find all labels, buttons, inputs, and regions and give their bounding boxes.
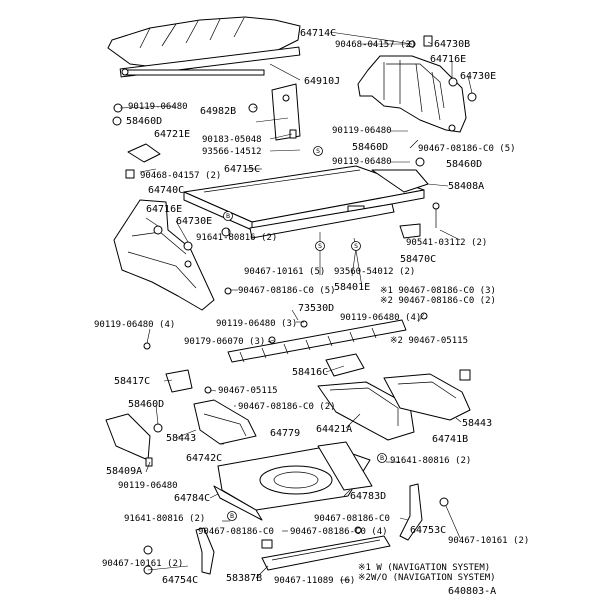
label-90119-06480-d: 90119-06480 xyxy=(118,481,178,491)
label-64742C: 64742C xyxy=(186,453,222,464)
label-58417C: 58417C xyxy=(114,376,150,387)
label-64715C: 64715C xyxy=(224,164,260,175)
label-90467-11089: 90467-11089 (6) xyxy=(274,576,355,586)
rail-73530D-drawing xyxy=(143,312,428,377)
box-64741B-drawing xyxy=(383,369,471,421)
label-note1-90467-08186: ※1 90467-08186-C0 (3) xyxy=(380,286,496,296)
label-64716E-top: 64716E xyxy=(430,54,466,65)
svg-text:S: S xyxy=(316,148,320,155)
tonneau-cover-drawing xyxy=(107,16,301,78)
bracket-58470C-drawing xyxy=(399,202,440,239)
label-90119-06480-4b: 90119-06480 (4) xyxy=(340,313,421,323)
label-90467-10161-5: 90467-10161 (5) xyxy=(244,267,325,277)
svg-text:B: B xyxy=(230,513,234,520)
label-58409A: 58409A xyxy=(106,466,142,477)
label-90468-04157-b: 90468-04157 (2) xyxy=(140,171,221,181)
label-91641-80816-a: 91641-80816 (2) xyxy=(196,233,277,243)
label-64754C: 64754C xyxy=(162,575,198,586)
label-58470C: 58470C xyxy=(400,254,436,265)
label-note2-nav: ※2W/O (NAVIGATION SYSTEM) xyxy=(358,573,496,583)
label-90467-10161-2a: 90467-10161 (2) xyxy=(448,536,529,546)
label-93560-54012: 93560-54012 (2) xyxy=(334,267,415,277)
label-58443-a: 58443 xyxy=(462,418,492,429)
label-90467-08186-C0-4: 90467-08186-C0 (4) xyxy=(290,527,388,537)
label-90467-08186-C0-2a: 90467-08186-C0 (2) xyxy=(238,402,336,412)
cover-64715C-drawing xyxy=(127,143,161,163)
flap-58409A-drawing xyxy=(105,413,151,461)
svg-text:S: S xyxy=(354,243,358,250)
label-58460D-b: 58460D xyxy=(352,142,388,153)
sill-58387B-drawing xyxy=(261,526,391,571)
label-64982B: 64982B xyxy=(200,106,236,117)
label-90119-06480-a: 90119-06480 xyxy=(128,102,188,112)
label-64421A: 64421A xyxy=(316,424,352,435)
label-64730E-b: 64730E xyxy=(176,216,212,227)
label-64714C: 64714C xyxy=(300,28,336,39)
label-58408A: 58408A xyxy=(448,181,484,192)
label-73530D: 73530D xyxy=(298,303,334,314)
label-64741B: 64741B xyxy=(432,434,468,445)
post-64753C-drawing xyxy=(399,483,449,541)
diagram-id: 640803-A xyxy=(448,586,496,597)
label-58460D-c: 58460D xyxy=(446,159,482,170)
label-90467-08186-C0-b: 90467-08186-C0 xyxy=(198,527,274,537)
label-58401E: 58401E xyxy=(334,282,370,293)
svg-text:B: B xyxy=(226,213,230,220)
label-90467-08186-C0-a: 90467-08186-C0 xyxy=(314,514,390,524)
label-58416C: 58416C xyxy=(292,367,328,378)
label-90467-05115: 90467-05115 xyxy=(218,386,278,396)
side-panel-64721E-drawing xyxy=(112,83,301,141)
label-58387B: 58387B xyxy=(226,573,262,584)
reference-circles: S B S S B B xyxy=(223,146,387,521)
label-64779: 64779 xyxy=(270,428,300,439)
label-93566-14512: 93566-14512 xyxy=(202,147,262,157)
leader-lines xyxy=(119,31,473,581)
callout-labels: 64714C 90468-04157 (2) 64730B 64716E 647… xyxy=(94,28,529,597)
right-trim-64714C-drawing xyxy=(357,35,477,133)
left-trim-64740C-drawing xyxy=(113,199,232,311)
label-58460D-a: 58460D xyxy=(126,116,162,127)
label-90467-10161-2b: 90467-10161 (2) xyxy=(102,559,183,569)
label-64753C: 64753C xyxy=(410,525,446,536)
clip-90119-drawing xyxy=(145,457,153,467)
label-64730E-top: 64730E xyxy=(460,71,496,82)
label-90541-03112: 90541-03112 (2) xyxy=(406,238,487,248)
label-58443-b: 58443 xyxy=(166,433,196,444)
svg-text:B: B xyxy=(380,455,384,462)
label-90179-06070: 90179-06070 (3) xyxy=(184,337,265,347)
label-91641-80816-b: 91641-80816 (2) xyxy=(390,456,471,466)
svg-text:S: S xyxy=(318,243,322,250)
bracket-58417C-drawing xyxy=(165,369,193,393)
label-64784C: 64784C xyxy=(174,493,210,504)
label-90119-06480-b: 90119-06480 xyxy=(332,126,392,136)
post-64754C-drawing xyxy=(143,527,215,575)
label-90467-08186-C0-5b: 90467-08186-C0 (5) xyxy=(238,286,336,296)
label-64721E: 64721E xyxy=(154,129,190,140)
label-90119-06480-4a: 90119-06480 (4) xyxy=(94,320,175,330)
label-90467-08186-C0-5a: 90467-08186-C0 (5) xyxy=(418,144,516,154)
clip-58460D-left-drawing xyxy=(153,423,163,433)
clip-58460D-drawing xyxy=(415,157,425,167)
label-64716E-b: 64716E xyxy=(146,204,182,215)
tray-64421A-drawing xyxy=(317,381,415,441)
label-91641-80816-c: 91641-80816 (2) xyxy=(124,514,205,524)
label-90119-06480-3: 90119-06480 (3) xyxy=(216,319,297,329)
label-90183-05048: 90183-05048 xyxy=(202,135,262,145)
label-note2-90467-08186: ※2 90467-08186-C0 (2) xyxy=(380,296,496,306)
label-64910J: 64910J xyxy=(304,76,340,87)
label-64730B: 64730B xyxy=(434,39,470,50)
label-note2-90467-05115: ※2 90467-05115 xyxy=(390,336,468,346)
bar-64783D-drawing xyxy=(317,441,373,491)
box-64742C-drawing xyxy=(193,386,257,445)
label-64783D: 64783D xyxy=(350,491,386,502)
deck-board-58401E-drawing xyxy=(183,165,425,239)
label-58460D-d: 58460D xyxy=(128,399,164,410)
clip-90468-drawing xyxy=(125,169,135,179)
label-note1-nav: ※1 W (NAVIGATION SYSTEM) xyxy=(358,563,490,573)
label-90468-04157-top: 90468-04157 (2) xyxy=(335,40,416,50)
label-90119-06480-c: 90119-06480 xyxy=(332,157,392,167)
label-64740C: 64740C xyxy=(148,185,184,196)
